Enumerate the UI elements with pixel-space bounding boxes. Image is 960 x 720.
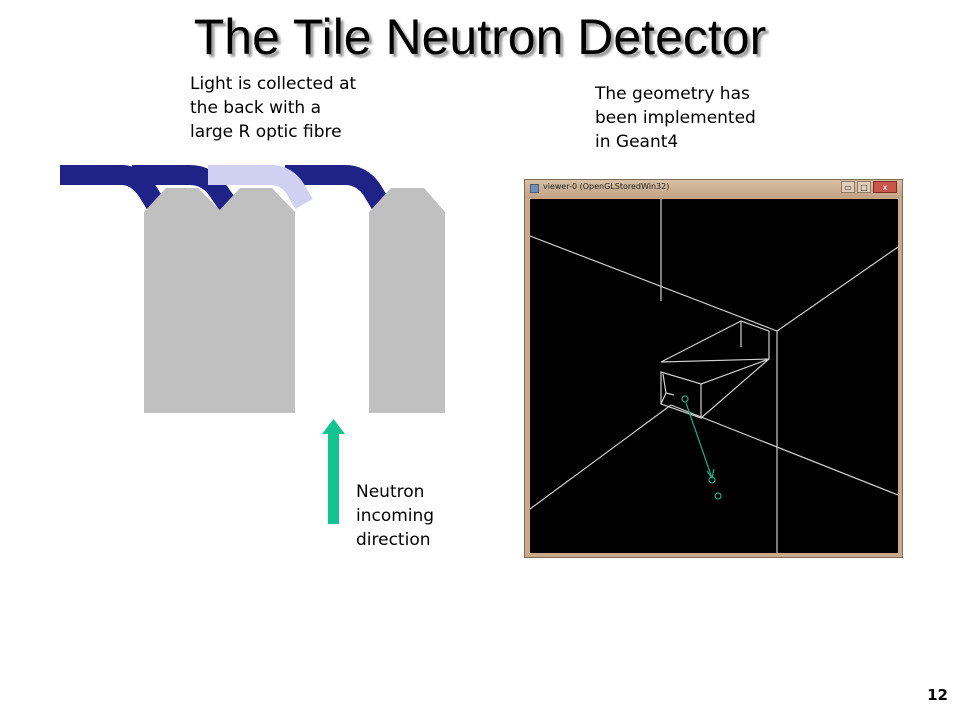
world-edge-right bbox=[776, 246, 899, 332]
detector-edge-2 bbox=[700, 358, 770, 419]
geant4-viewport[interactable] bbox=[529, 199, 899, 553]
viewer-titlebar[interactable]: viewer-0 (OpenGLStoredWin32) ▭ □ x bbox=[525, 180, 902, 198]
slide-title: The Tile Neutron Detector bbox=[193, 9, 767, 65]
scintillator-tile-2 bbox=[218, 188, 295, 413]
detector-edge-6 bbox=[662, 373, 667, 394]
geant4-viewer-window: viewer-0 (OpenGLStoredWin32) ▭ □ x bbox=[524, 179, 903, 558]
close-button[interactable]: x bbox=[873, 181, 897, 193]
maximize-button[interactable]: □ bbox=[857, 181, 871, 193]
geometry-note-line-2: been implemented bbox=[595, 108, 756, 128]
scintillator-tile-3 bbox=[369, 188, 445, 413]
particle-track bbox=[685, 402, 713, 479]
light-collection-note: Light is collected at the back with a la… bbox=[190, 72, 420, 144]
light-note-line-3: large R optic fibre bbox=[190, 122, 342, 142]
optic-fibre-2 bbox=[132, 165, 237, 211]
optic-fibre-4 bbox=[285, 165, 390, 211]
detector-front-face bbox=[660, 371, 702, 419]
minimize-button[interactable]: ▭ bbox=[841, 181, 855, 193]
floor-edge-right bbox=[670, 404, 899, 496]
neutron-arrow-head bbox=[322, 419, 345, 434]
track-hit-marker-1 bbox=[708, 476, 716, 484]
light-note-line-1: Light is collected at bbox=[190, 74, 357, 94]
track-origin-marker bbox=[681, 395, 689, 403]
viewer-window-title: viewer-0 (OpenGLStoredWin32) bbox=[543, 182, 670, 191]
detector-edge-1 bbox=[700, 358, 770, 385]
neutron-arrow-shaft bbox=[328, 433, 339, 524]
track-arrowhead bbox=[706, 468, 715, 480]
page-number: 12 bbox=[927, 686, 948, 704]
track-hit-marker-2 bbox=[714, 492, 722, 500]
geometry-note-line-3: in Geant4 bbox=[595, 132, 679, 152]
detector-back-face bbox=[660, 320, 770, 363]
floor-edge-left bbox=[529, 404, 672, 510]
light-note-line-2: the back with a bbox=[190, 98, 321, 118]
neutron-note-line-1: Neutron bbox=[356, 482, 425, 502]
up-arrow-icon bbox=[322, 419, 345, 524]
neutron-note-line-2: incoming bbox=[356, 506, 435, 526]
geometry-note-line-1: The geometry has bbox=[595, 84, 750, 104]
neutron-note-line-3: direction bbox=[356, 530, 431, 550]
opengl-app-icon bbox=[530, 184, 539, 193]
neutron-direction-note: Neutron incoming direction bbox=[356, 480, 476, 552]
world-edge-left bbox=[529, 235, 778, 332]
geometry-note: The geometry has been implemented in Gea… bbox=[595, 82, 815, 154]
optic-fibre-3 bbox=[208, 165, 313, 209]
scintillator-tile-1 bbox=[144, 188, 222, 413]
detector-edge-4 bbox=[660, 392, 667, 405]
wireframe-geometry bbox=[529, 199, 899, 553]
detector-edge-5 bbox=[665, 392, 675, 396]
